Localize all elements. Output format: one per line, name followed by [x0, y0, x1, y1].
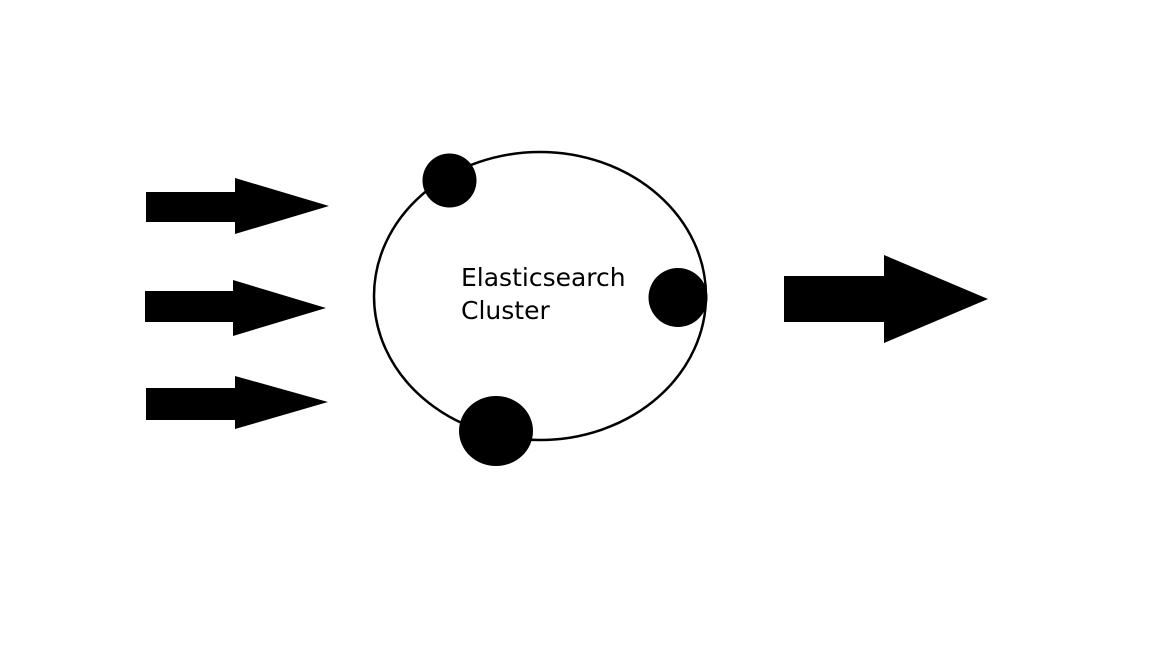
cluster-node-dot [422, 153, 477, 208]
cluster-label-line1: Elasticsearch [461, 263, 626, 292]
cluster-node-dot [459, 396, 533, 466]
input-arrow-icon [146, 178, 329, 234]
cluster-label-line2: Cluster [461, 296, 550, 325]
cluster-node-dot [648, 268, 708, 327]
input-arrows-group [145, 178, 329, 429]
input-arrow-icon [146, 376, 328, 429]
output-arrow-icon [784, 255, 988, 343]
cluster-nodes-group [422, 153, 708, 466]
input-arrow-icon [145, 280, 326, 336]
